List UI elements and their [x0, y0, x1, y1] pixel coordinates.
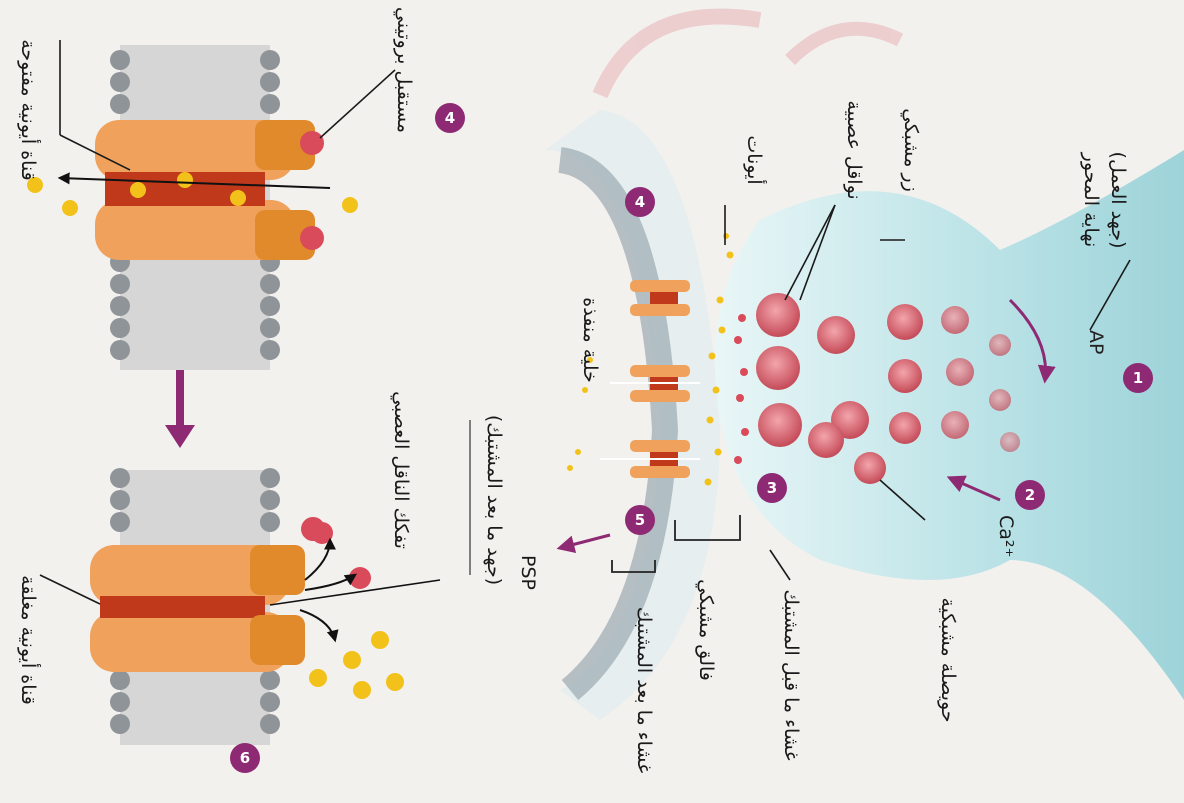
step-marker: 2	[1015, 480, 1045, 510]
vesicle	[758, 403, 802, 447]
step-marker: 5	[625, 505, 655, 535]
step-number: 4	[445, 109, 455, 127]
target-cell-label: خلية منفذة	[579, 297, 601, 382]
step-marker: 6	[230, 743, 260, 773]
protein-receptor-label: مستقبل بروتيني	[393, 7, 415, 133]
ca-label: Ca²⁺	[995, 515, 1017, 558]
axon-terminal-label: نهاية المحور	[1080, 152, 1102, 248]
vesicle-label: حويصلة مشبكية	[937, 597, 959, 722]
action-potential-label: (جهد العمل)	[1107, 152, 1129, 249]
vesicle	[941, 306, 969, 334]
vesicle	[887, 304, 923, 340]
receptor-channel	[610, 365, 700, 402]
ions-label: أيونات	[743, 135, 767, 184]
vesicle	[989, 334, 1011, 356]
closed-channel-label: قناة أيونية مغلقة	[17, 575, 41, 705]
vesicle	[817, 316, 855, 354]
psp-arrow	[560, 535, 610, 548]
vesicle	[946, 358, 974, 386]
ap-label: AP	[1085, 330, 1107, 354]
nt-release-label: تفكك الناقل العصبي	[390, 391, 412, 549]
postsynaptic-membrane-label: غشاء ما بعد المشتبك	[633, 607, 655, 774]
step-number: 3	[767, 479, 777, 497]
vesicle	[888, 359, 922, 393]
psp-description-label: (جهد ما بعد المشتبك)	[483, 415, 505, 585]
step-number: 5	[635, 511, 645, 529]
step-number: 4	[635, 193, 645, 211]
open-channel-label: قناة أيونية مفتوحة	[17, 39, 41, 181]
step-marker: 4	[435, 103, 465, 133]
vesicle	[756, 293, 800, 337]
step-marker: 1	[1123, 363, 1153, 393]
watermark	[600, 17, 900, 95]
psp-label: PSP	[517, 555, 539, 590]
presynaptic-membrane-label: غشاء ما قبل المشتبك	[780, 589, 802, 760]
synaptic-cleft-label: فالق مشبكي	[695, 579, 717, 681]
step-marker: 4	[625, 187, 655, 217]
receptor-channel	[600, 440, 700, 478]
step-number: 6	[240, 749, 250, 767]
step-number: 1	[1133, 369, 1143, 387]
vesicle	[941, 411, 969, 439]
vesicle	[989, 389, 1011, 411]
synaptic-knob-label: زر مشبكي	[900, 108, 922, 192]
vesicle	[889, 412, 921, 444]
step-number: 2	[1025, 486, 1035, 504]
neurotransmitters-label: نواقل عصبية	[843, 100, 865, 199]
membrane-open	[27, 45, 358, 370]
vesicle	[808, 422, 844, 458]
vesicle	[1000, 432, 1020, 452]
step-marker: 3	[757, 473, 787, 503]
vesicle	[854, 452, 886, 484]
vesicle	[756, 346, 800, 390]
membrane-closed	[90, 468, 440, 745]
